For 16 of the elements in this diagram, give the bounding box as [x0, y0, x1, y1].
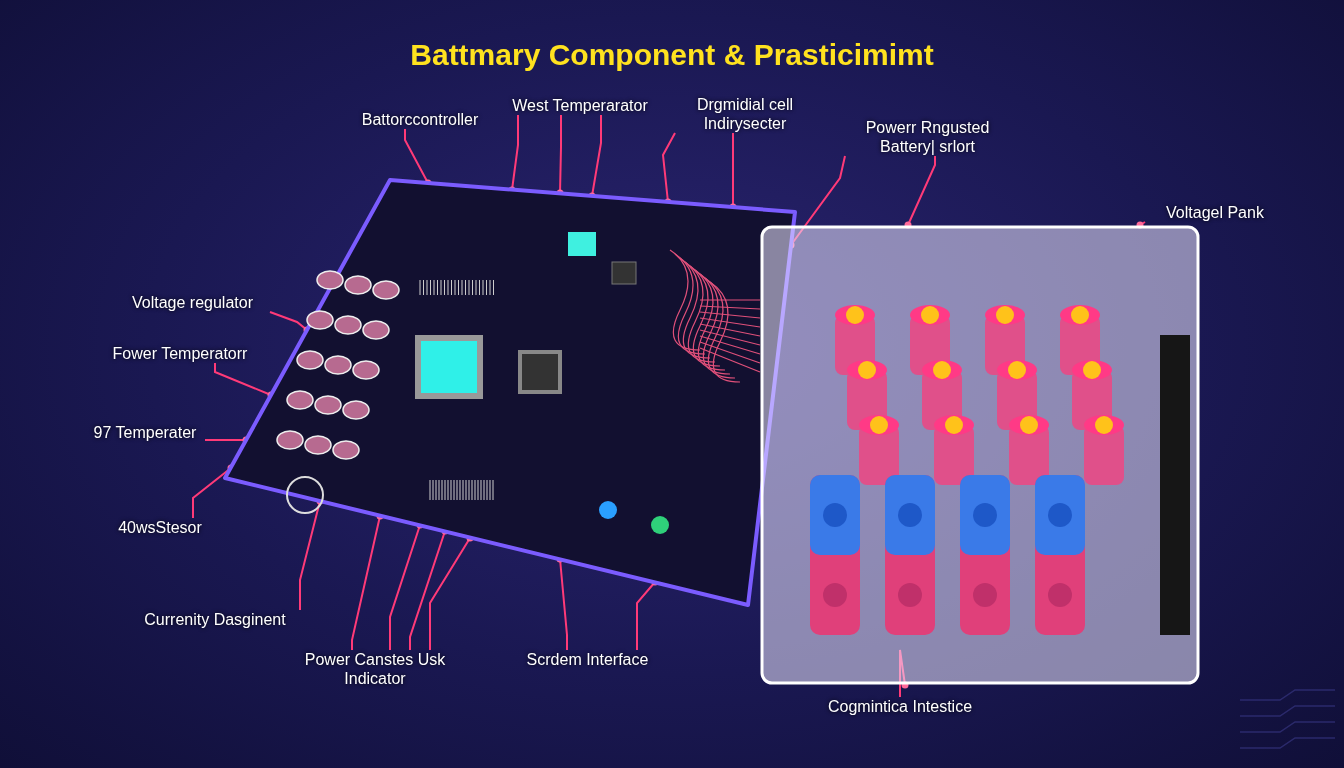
- callout-label: Voltagel Pank: [1145, 203, 1285, 222]
- callout-label: West Temperarator: [505, 96, 655, 115]
- callout-label: Drgmidial cell Indirysecter: [675, 95, 815, 133]
- title: Battmary Component & Prasticimimt: [409, 38, 935, 72]
- callout-label: 40wsStesor: [95, 518, 225, 537]
- callout-label: Powerr Rngusted Battery| srlort: [845, 118, 1010, 156]
- callout-label: Cogmintica Intestice: [800, 697, 1000, 716]
- callout-label: Voltage regulator: [115, 293, 270, 312]
- leader-line: [899, 649, 909, 698]
- callout-label: Power Canstes Usk Indicator: [285, 650, 465, 688]
- callout-label: Fower Temperatorr: [95, 344, 265, 363]
- callout-label: Currenity Dasginent: [125, 610, 305, 629]
- callout-label: 97 Temperater: [85, 423, 205, 442]
- callout-label: Battorccontroller: [345, 110, 495, 129]
- callout-label: Scrdem Interface: [510, 650, 665, 669]
- leader-line: [1136, 221, 1146, 229]
